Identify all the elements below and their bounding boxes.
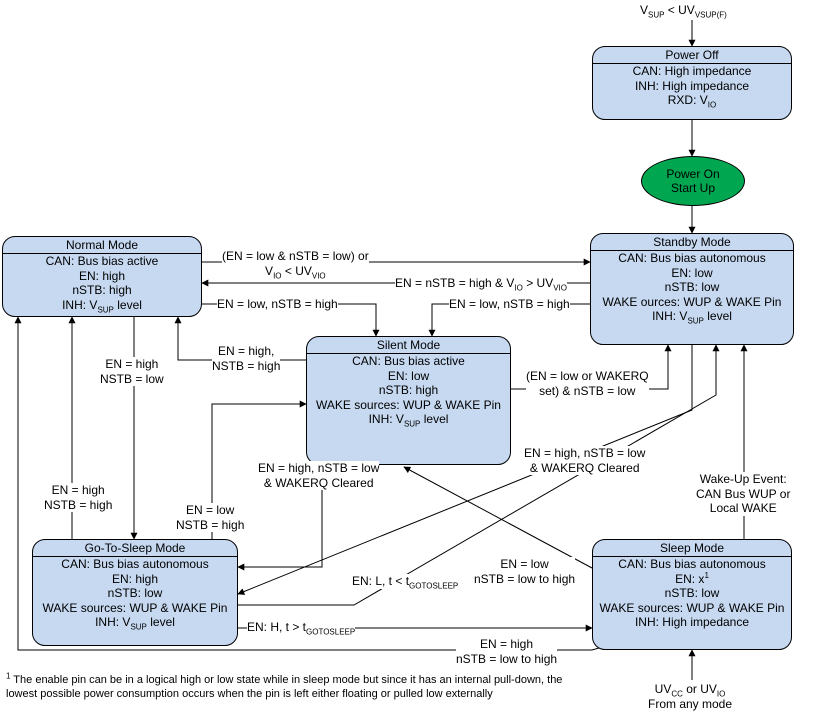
- state-line: nSTB: low: [664, 280, 720, 294]
- label-standby-to-gts: EN = high, nSTB = low & WAKERQ Cleared: [524, 446, 646, 475]
- state-line: WAKE ources: WUP & WAKE Pin: [602, 294, 782, 309]
- label-sleep-to-silent: EN = low nSTB = low to high: [474, 557, 576, 586]
- arrow-standby-to-gts: [237, 345, 693, 595]
- state-title: Silent Mode: [307, 337, 510, 354]
- state-line: CAN: High impedance: [632, 64, 752, 78]
- arrow-gts-to-silent: [211, 400, 307, 539]
- state-title: Power Off: [593, 47, 791, 64]
- label-normal-to-silent: EN = low, nSTB = high: [217, 297, 338, 312]
- state-go-to-sleep-mode: Go-To-Sleep Mode CAN: Bus bias autonomou…: [32, 539, 238, 646]
- state-line: EN: high: [111, 571, 159, 586]
- state-title: Go-To-Sleep Mode: [33, 540, 237, 557]
- label-silent-to-gts: EN = high, nSTB = low & WAKERQ Cleared: [258, 461, 380, 490]
- state-line: EN: low: [387, 368, 430, 383]
- label-gts-to-normal: EN = high NSTB = high: [44, 483, 113, 512]
- state-line: CAN: Bus bias autonomous: [618, 251, 766, 265]
- label-gts-to-sleep: EN: H, t > tGOTOSLEEP: [247, 620, 356, 637]
- label-gts-hold: EN: L, t < tGOTOSLEEP: [352, 574, 459, 591]
- arrow-silent-to-gts: [237, 465, 323, 571]
- footnote: 1 The enable pin can be in a logical hig…: [6, 671, 563, 700]
- state-line: nSTB: low: [107, 586, 163, 600]
- state-line: INH: VSUP level: [652, 309, 732, 326]
- label-sleep-to-standby: Wake-Up Event: CAN Bus WUP or Local WAKE: [696, 472, 791, 516]
- label-normal-to-standby: (EN = low & nSTB = low) or VIO < UVVIO: [222, 249, 369, 280]
- arrow-sleep-to-silent: [403, 466, 593, 569]
- state-standby-mode: Standby Mode CAN: Bus bias autonomous EN…: [590, 233, 794, 345]
- state-line: INH: High impedance: [634, 78, 750, 93]
- label-gts-to-silent: EN = low NSTB = high: [176, 503, 245, 532]
- state-line: WAKE sources: WUP & WAKE Pin: [316, 397, 501, 412]
- state-line: INH: VSUP level: [62, 297, 142, 314]
- label-silent-to-normal: EN = high, NSTB = high: [212, 344, 281, 373]
- state-line: EN: low: [671, 265, 713, 280]
- state-line: WAKE sources: WUP & WAKE Pin: [599, 600, 785, 615]
- power-loss-condition: VSUP < UVVSUP(F): [640, 3, 727, 20]
- state-title: Standby Mode: [591, 234, 793, 251]
- state-line: INH: VSUP level: [368, 412, 449, 429]
- state-title: Sleep Mode: [593, 540, 791, 557]
- power-on-start-up: Power On Start Up: [641, 156, 745, 206]
- state-line: WAKE sources: WUP & WAKE Pin: [42, 600, 228, 615]
- state-line: INH: High impedance: [634, 615, 750, 629]
- state-line: nSTB: high: [378, 383, 439, 397]
- label-any-to-sleep: UVCC or UVIO From any mode: [648, 682, 733, 711]
- state-line: EN: x1: [675, 570, 709, 586]
- state-sleep-mode: Sleep Mode CAN: Bus bias autonomous EN: …: [592, 539, 792, 650]
- label-silent-to-standby: (EN = low or WAKERQ set) & nSTB = low: [526, 369, 649, 398]
- state-line: EN: high: [78, 268, 126, 283]
- state-normal-mode: Normal Mode CAN: Bus bias active EN: hig…: [2, 236, 202, 317]
- arrow-gts-hold: [238, 344, 720, 606]
- state-line: RXD: VIO: [667, 93, 717, 110]
- state-line: nSTB: high: [72, 283, 132, 297]
- state-line: CAN: Bus bias autonomous: [61, 557, 209, 571]
- label-standby-to-normal: EN = nSTB = high & VIO > UVVIO: [395, 276, 567, 293]
- state-power-off: Power Off CAN: High impedance INH: High …: [592, 46, 792, 120]
- label-sleep-to-normal: EN = high nSTB = low to high: [456, 637, 558, 666]
- state-line: CAN: Bus bias active: [45, 254, 159, 268]
- state-silent-mode: Silent Mode CAN: Bus bias active EN: low…: [306, 336, 511, 465]
- label-standby-to-silent: EN = low, nSTB = high: [449, 297, 570, 312]
- state-title: Normal Mode: [3, 237, 201, 254]
- label-normal-to-gts: EN = high NSTB = low: [100, 357, 164, 386]
- state-line: CAN: Bus bias active: [352, 354, 465, 368]
- state-line: INH: VSUP level: [95, 615, 175, 632]
- state-line: nSTB: low: [664, 586, 720, 600]
- state-line: CAN: Bus bias autonomous: [618, 557, 766, 571]
